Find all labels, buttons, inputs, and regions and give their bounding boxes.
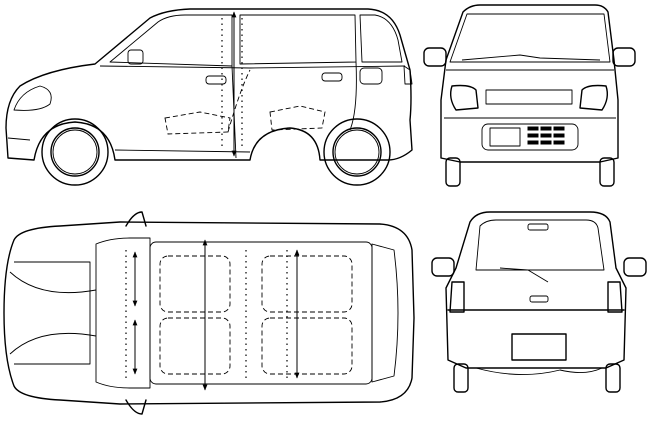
front-view — [423, 4, 636, 187]
front-wipers — [461, 54, 601, 61]
rear-left-tail-light — [449, 281, 465, 313]
side-front-seat — [164, 111, 231, 135]
top-right-mirror — [125, 399, 147, 415]
rear-door-handle — [321, 72, 343, 82]
top-rear-left-seat — [261, 255, 353, 313]
front-right-mirror — [612, 47, 636, 67]
front-right-tire — [599, 157, 615, 187]
top-rear-right-seat — [261, 317, 353, 375]
side-seat-back — [227, 69, 251, 133]
top-view — [3, 211, 415, 415]
front-left-mirror — [423, 47, 447, 67]
side-rear-seat — [269, 105, 326, 131]
top-front-right-seat — [159, 317, 231, 375]
top-rear-window — [371, 243, 399, 383]
top-left-mirror — [125, 211, 147, 227]
side-front-window — [109, 14, 233, 67]
side-tail-light — [403, 65, 413, 85]
side-quarter-window — [359, 14, 403, 63]
front-body-outline — [440, 4, 619, 163]
rear-wiper — [499, 267, 549, 283]
side-front-wheel — [41, 118, 109, 186]
top-windscreen — [95, 237, 151, 389]
rear-brake-light — [527, 223, 549, 231]
rear-right-tail-light — [607, 281, 623, 313]
rear-underbody — [475, 367, 603, 375]
top-hood-crease-2 — [9, 332, 97, 355]
rear-window — [475, 219, 605, 271]
rear-view — [431, 211, 647, 393]
rear-left-tire — [453, 363, 469, 393]
rear-left-mirror — [431, 257, 455, 277]
front-grille-slots — [527, 126, 565, 145]
side-bumper-line — [7, 137, 31, 141]
side-mirror — [127, 49, 144, 65]
front-plate — [489, 127, 521, 147]
rear-plate — [511, 333, 567, 361]
front-windscreen — [449, 13, 611, 63]
front-left-tire — [445, 157, 461, 187]
side-headlight — [13, 85, 52, 111]
side-rear-window — [239, 14, 357, 65]
rear-right-tire — [605, 363, 621, 393]
top-hood-lines — [14, 261, 91, 365]
fuel-cap — [359, 67, 383, 85]
top-front-left-seat — [159, 255, 231, 313]
front-right-headlight — [579, 84, 609, 111]
side-sill — [114, 149, 251, 153]
front-lower-grille — [481, 123, 579, 151]
side-rear-wheel — [323, 118, 391, 186]
rear-tailgate-handle — [529, 295, 549, 303]
front-door-handle — [205, 75, 227, 85]
side-body-outline — [5, 8, 413, 161]
side-belt-line — [99, 65, 406, 69]
top-roof — [149, 241, 373, 385]
top-body-outline — [3, 221, 415, 405]
side-view — [5, 8, 413, 186]
front-left-headlight — [449, 84, 479, 111]
top-hood-crease-1 — [9, 271, 97, 294]
front-upper-grille — [485, 89, 573, 105]
side-rear-door-edge — [349, 61, 357, 131]
rear-right-mirror — [623, 257, 647, 277]
